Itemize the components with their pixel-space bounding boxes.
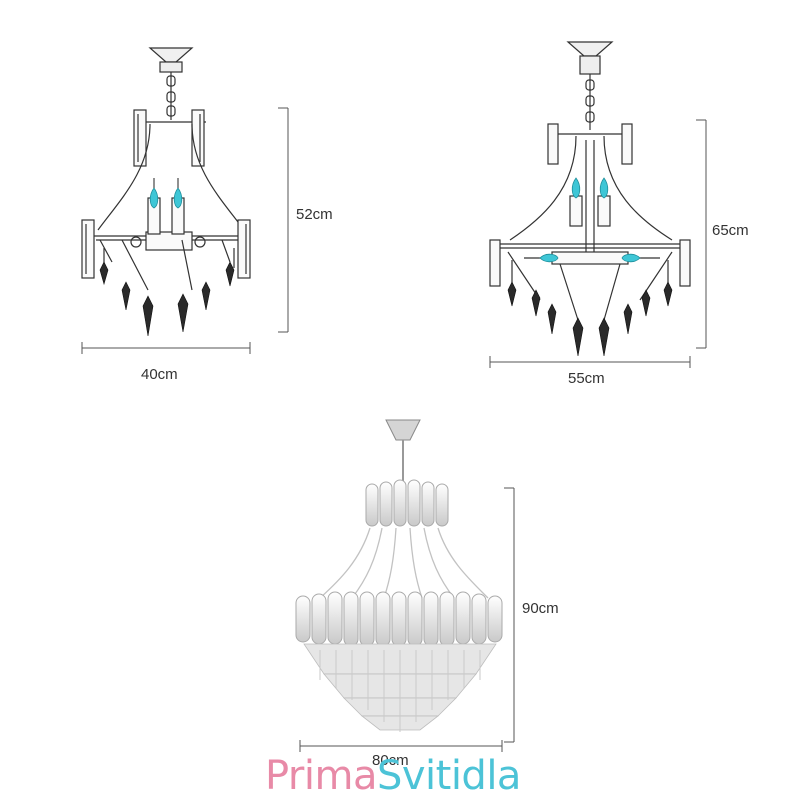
brand-part2: Svitidla <box>376 753 522 799</box>
small-height-label: 52cm <box>296 206 333 223</box>
small-width-label: 40cm <box>141 366 178 383</box>
brand-logo: PrimaSvitidla <box>265 752 521 800</box>
medium-height-label: 65cm <box>712 222 749 239</box>
large-height-label: 90cm <box>522 600 559 617</box>
medium-width-label: 55cm <box>568 370 605 387</box>
large-width-label: 80cm <box>372 752 409 769</box>
brand-part1: Prima <box>265 753 377 799</box>
